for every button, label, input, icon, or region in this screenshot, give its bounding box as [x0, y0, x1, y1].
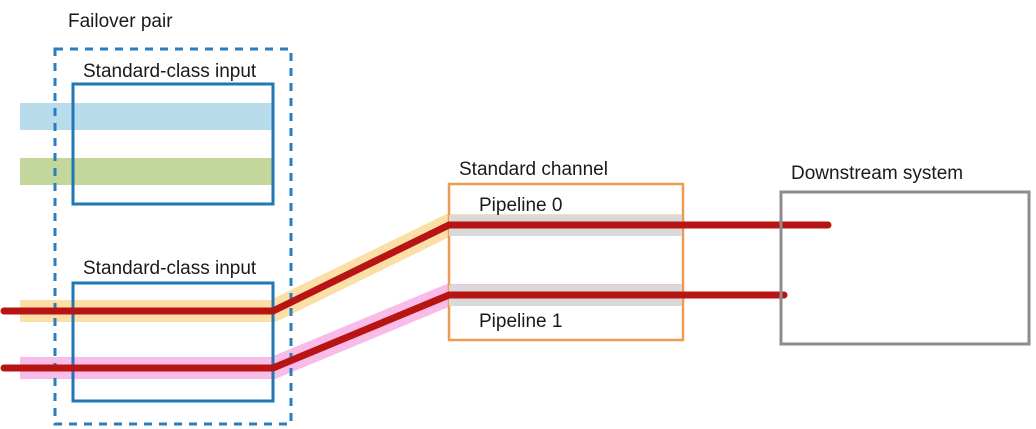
- downstream-system[interactable]: Downstream system: [779, 163, 1031, 346]
- highlight-bar-green: [20, 158, 273, 185]
- flow-line-orange: [0, 221, 832, 315]
- downstream-system-label: Downstream system: [791, 163, 963, 184]
- standard-channel[interactable]: Standard channel: [447, 159, 685, 342]
- highlight-bars-layer: [20, 103, 273, 185]
- flow-line-pink: [0, 291, 788, 372]
- standard-class-input-1-box[interactable]: [71, 281, 275, 403]
- pipeline-0-label: Pipeline 0: [479, 195, 562, 216]
- standard-class-input-0-label: Standard-class input: [83, 61, 257, 82]
- failover-pair-group: Failover pair: [53, 11, 293, 426]
- standard-class-input-1[interactable]: Standard-class input: [71, 258, 275, 403]
- pipeline-labels-layer: Pipeline 0 Pipeline 1: [479, 195, 562, 332]
- flow-lines-layer: [0, 221, 832, 372]
- standard-channel-box[interactable]: [447, 182, 685, 342]
- downstream-system-box[interactable]: [779, 190, 1031, 346]
- failover-pair-label: Failover pair: [68, 11, 173, 32]
- standard-class-input-1-label: Standard-class input: [83, 258, 257, 279]
- failover-pair-dashed-border: [53, 47, 293, 426]
- pipeline-1-label: Pipeline 1: [479, 311, 562, 332]
- standard-class-input-0[interactable]: Standard-class input: [71, 61, 275, 206]
- standard-class-input-0-box[interactable]: [71, 82, 275, 206]
- highlight-bar-blue: [20, 103, 273, 130]
- standard-channel-label: Standard channel: [459, 159, 608, 180]
